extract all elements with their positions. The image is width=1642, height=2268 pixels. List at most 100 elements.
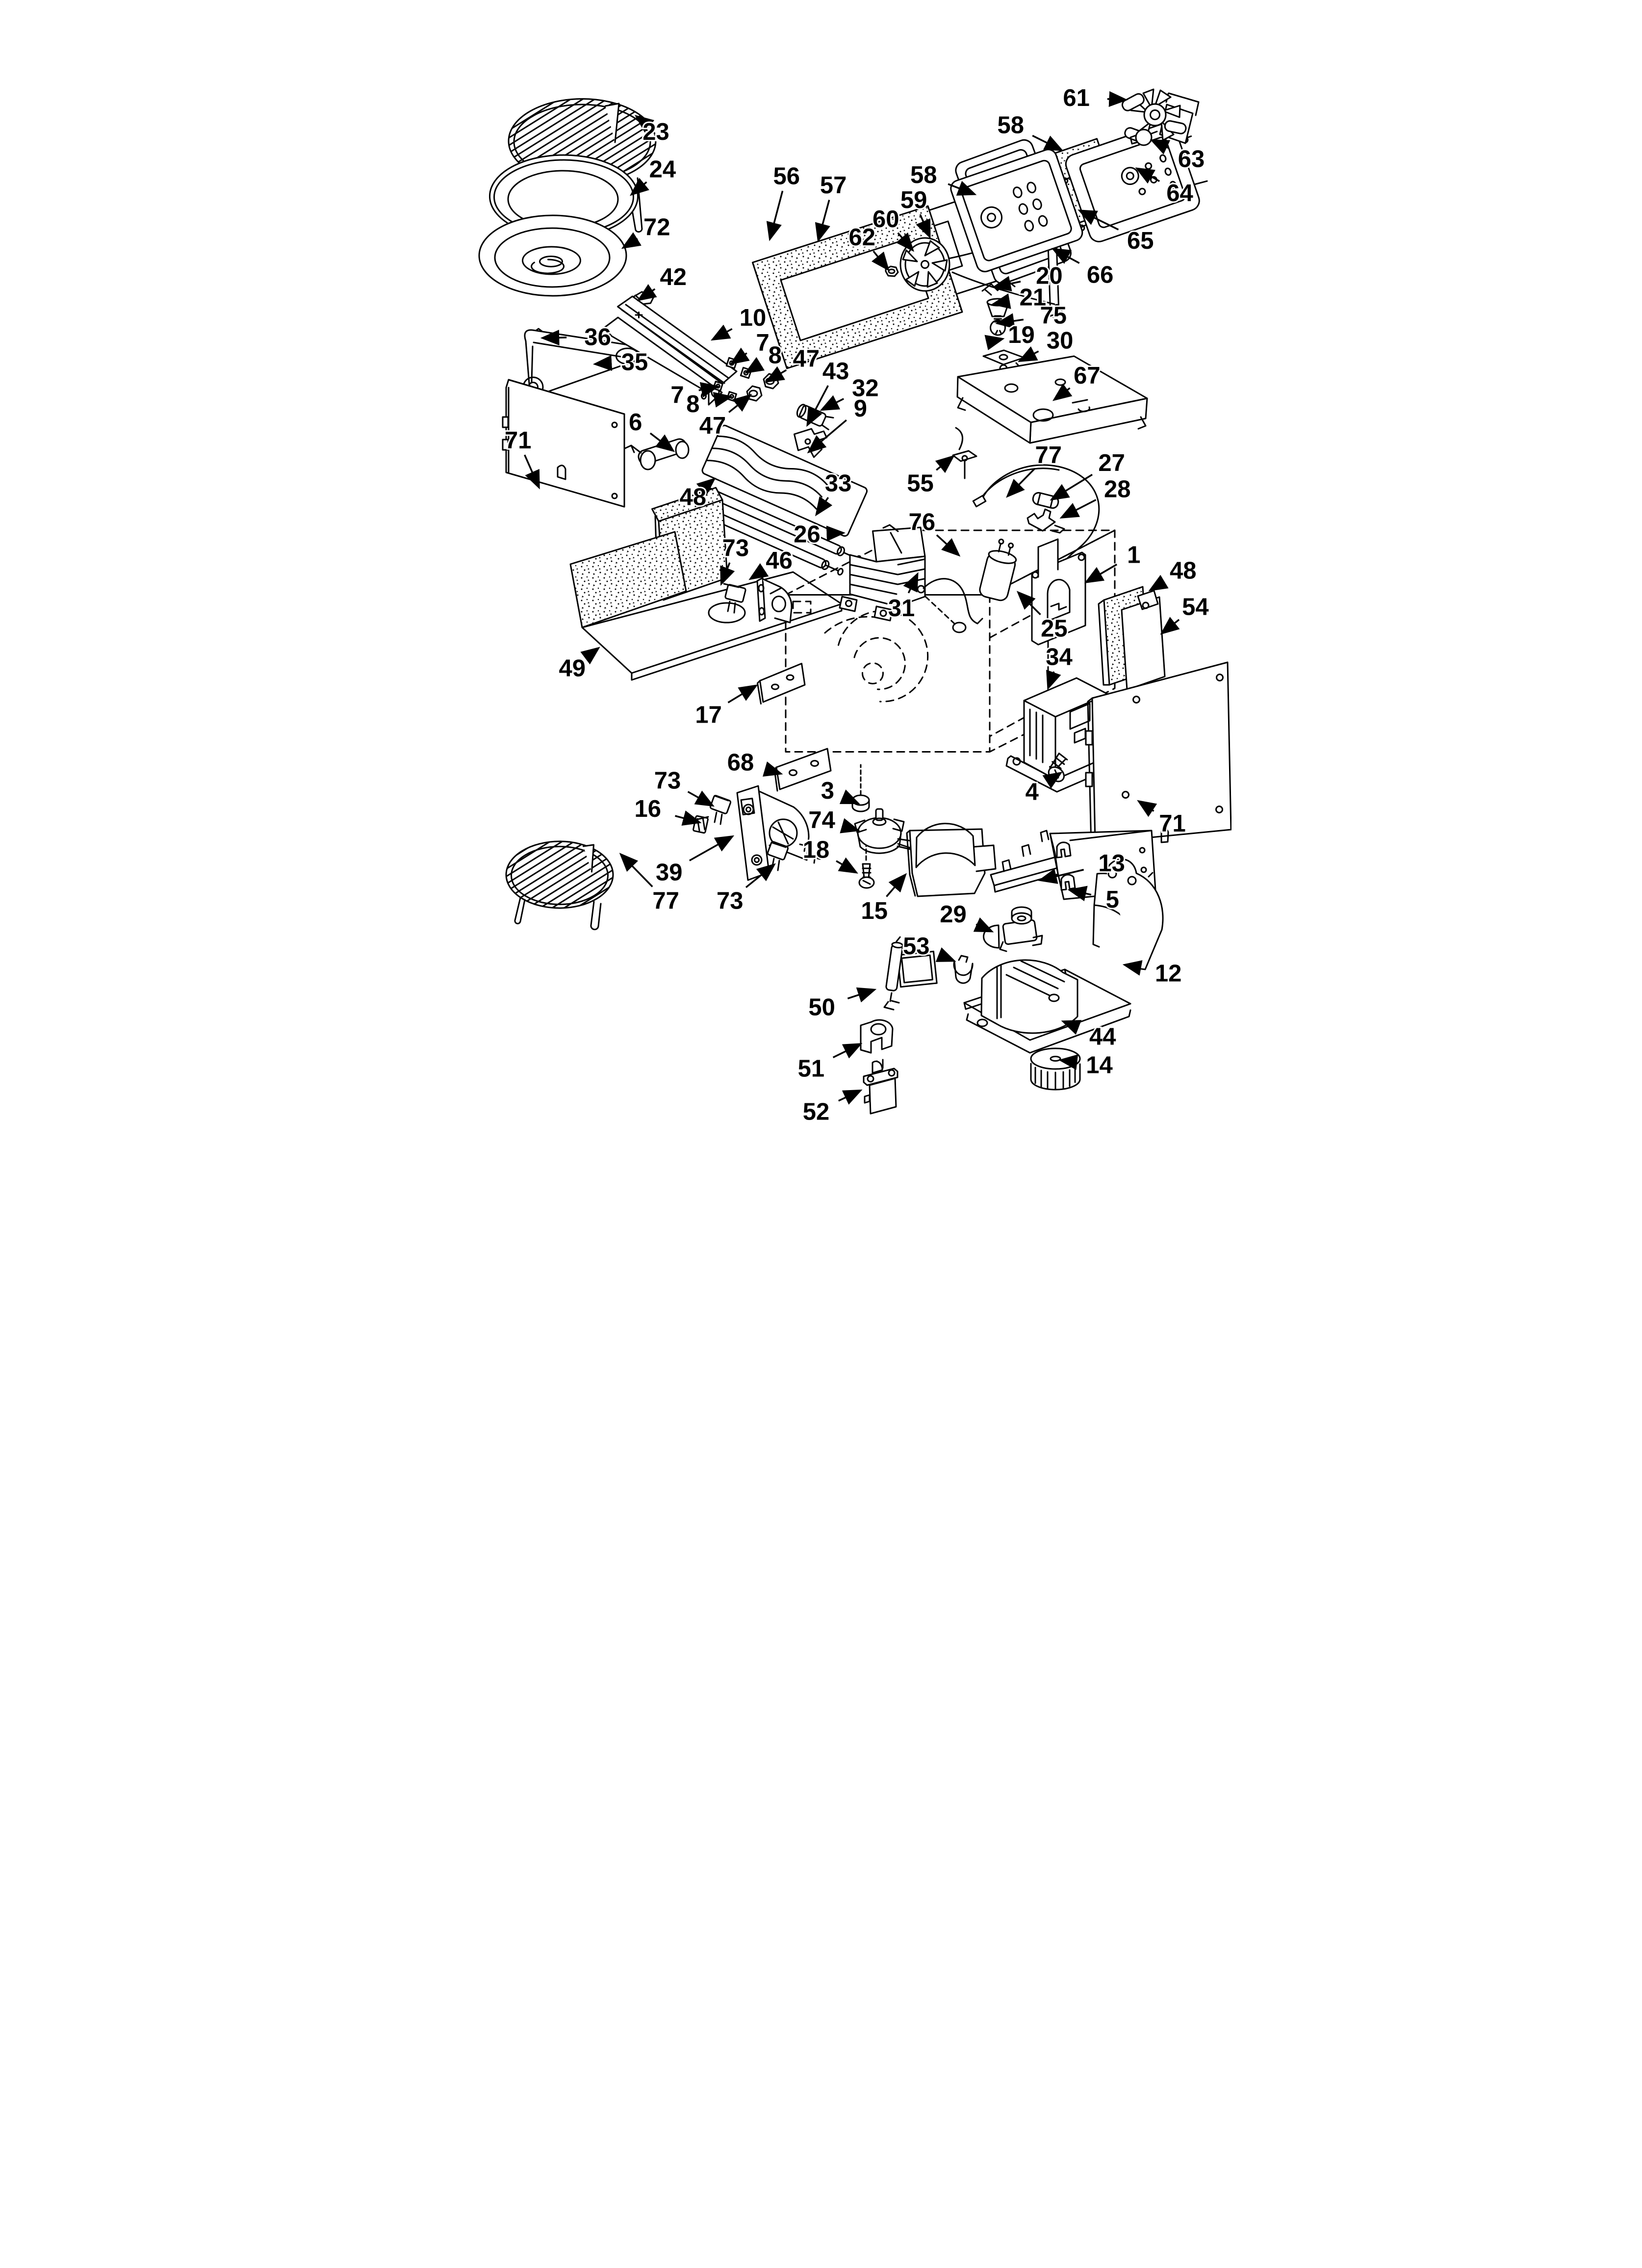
callout-label-36: 36 bbox=[584, 324, 611, 351]
callout-arrow-24 bbox=[630, 178, 649, 196]
turntable-tray bbox=[478, 214, 627, 297]
callout-arrow-7 bbox=[698, 382, 720, 398]
callout-arrow-18 bbox=[836, 857, 858, 874]
lamp-50 bbox=[883, 936, 938, 1011]
callout-label-28: 28 bbox=[1104, 476, 1131, 502]
callout-arrow-52 bbox=[838, 1089, 863, 1105]
callout-label-14: 14 bbox=[1086, 1052, 1113, 1079]
callout-label-20: 20 bbox=[1036, 263, 1063, 289]
waveguide-cover-17 bbox=[757, 663, 806, 704]
callout-label-17: 17 bbox=[695, 702, 722, 728]
callout-arrow-60 bbox=[896, 232, 914, 252]
insulation-54 bbox=[1121, 590, 1166, 691]
sensor-55 bbox=[952, 427, 977, 479]
callout-label-23: 23 bbox=[642, 119, 669, 145]
callout-arrow-42 bbox=[637, 284, 657, 301]
callout-arrow-55 bbox=[935, 455, 955, 473]
callout-label-34: 34 bbox=[1046, 644, 1073, 670]
callout-arrow-47 bbox=[728, 393, 752, 413]
callout-arrow-23 bbox=[634, 115, 655, 133]
callout-label-43: 43 bbox=[822, 358, 849, 385]
callout-label-5: 5 bbox=[1106, 886, 1119, 913]
callout-label-31: 31 bbox=[888, 595, 915, 622]
callout-label-25: 25 bbox=[1041, 616, 1068, 642]
callout-label-44: 44 bbox=[1089, 1024, 1116, 1050]
switch-52 bbox=[863, 1059, 898, 1115]
callout-arrow-58 bbox=[1032, 134, 1064, 151]
callout-label-26: 26 bbox=[794, 521, 821, 548]
callout-label-48: 48 bbox=[680, 484, 707, 510]
callout-label-76: 76 bbox=[909, 509, 936, 535]
callout-label-39: 39 bbox=[656, 860, 683, 886]
callout-label-18: 18 bbox=[803, 836, 830, 863]
callout-label-72: 72 bbox=[643, 214, 670, 240]
callout-label-75: 75 bbox=[1040, 303, 1067, 329]
callout-label-6: 6 bbox=[629, 409, 642, 436]
callout-arrow-73 bbox=[687, 790, 715, 807]
callout-label-7: 7 bbox=[670, 382, 684, 408]
wire-harness-77 bbox=[972, 464, 1100, 581]
callout-label-77: 77 bbox=[652, 887, 679, 914]
callout-label-66: 66 bbox=[1087, 261, 1114, 288]
callout-arrow-68 bbox=[763, 761, 783, 777]
roller-6 bbox=[624, 438, 690, 470]
callout-label-30: 30 bbox=[1047, 327, 1074, 354]
bracket-1 bbox=[1031, 538, 1086, 646]
callout-label-56: 56 bbox=[773, 163, 800, 189]
callout-arrow-21 bbox=[991, 293, 1011, 309]
callout-arrow-34 bbox=[1046, 670, 1061, 690]
callout-arrow-14 bbox=[1058, 1054, 1078, 1070]
clip-53 bbox=[953, 955, 974, 984]
callout-arrow-43 bbox=[806, 385, 829, 427]
callout-label-73: 73 bbox=[717, 887, 744, 914]
callout-arrow-50 bbox=[847, 987, 877, 1003]
callout-arrow-62 bbox=[872, 250, 890, 271]
callout-label-67: 67 bbox=[1074, 363, 1101, 389]
callout-label-8: 8 bbox=[686, 391, 699, 417]
callout-arrow-46 bbox=[748, 563, 769, 580]
callout-label-42: 42 bbox=[660, 264, 687, 290]
mount-bracket-12 bbox=[1092, 858, 1164, 970]
glass-tray bbox=[489, 154, 639, 238]
switch-73b bbox=[767, 841, 789, 871]
callout-arrow-25 bbox=[1016, 591, 1041, 615]
callout-lines bbox=[524, 91, 1180, 1105]
callout-label-58: 58 bbox=[997, 112, 1024, 138]
callout-label-15: 15 bbox=[861, 898, 888, 924]
callout-label-49: 49 bbox=[559, 655, 586, 681]
callout-label-51: 51 bbox=[798, 1055, 825, 1082]
callout-arrow-73 bbox=[720, 562, 735, 586]
callout-label-1: 1 bbox=[1127, 542, 1140, 568]
callout-arrow-57 bbox=[815, 200, 830, 242]
callout-arrow-71 bbox=[524, 454, 540, 490]
callout-arrow-64 bbox=[1135, 167, 1160, 184]
stirrer-fan-60 bbox=[899, 237, 950, 292]
callout-label-19: 19 bbox=[1008, 322, 1035, 348]
callout-arrow-67 bbox=[1052, 383, 1073, 401]
callout-arrow-49 bbox=[580, 647, 600, 665]
stirrer-blade-14 bbox=[1030, 1047, 1081, 1091]
callout-label-12: 12 bbox=[1155, 960, 1182, 987]
callout-label-55: 55 bbox=[907, 470, 934, 497]
callout-label-47: 47 bbox=[793, 345, 820, 372]
callout-arrow-48 bbox=[1148, 574, 1169, 592]
side-panel-right bbox=[1085, 661, 1232, 847]
callout-label-77: 77 bbox=[1035, 442, 1062, 469]
callout-arrow-32 bbox=[820, 395, 845, 411]
fuse-27 bbox=[1032, 492, 1059, 509]
callout-label-61: 61 bbox=[1063, 85, 1090, 111]
callout-label-50: 50 bbox=[808, 994, 835, 1021]
thermostat-29 bbox=[983, 906, 1043, 952]
wire-rack-lower bbox=[505, 840, 614, 931]
callout-arrow-72 bbox=[621, 232, 641, 249]
inner-panel-58R bbox=[950, 149, 1083, 273]
magnetron-26 bbox=[839, 526, 967, 633]
callout-arrow-13 bbox=[1038, 868, 1084, 884]
callout-arrow-77 bbox=[619, 853, 653, 887]
turntable-motor-74 bbox=[854, 808, 916, 854]
callout-label-32: 32 bbox=[852, 375, 879, 402]
callout-label-3: 3 bbox=[821, 778, 834, 804]
callout-label-71: 71 bbox=[505, 427, 532, 454]
callout-arrow-9 bbox=[807, 419, 847, 454]
callout-label-4: 4 bbox=[1026, 779, 1039, 805]
